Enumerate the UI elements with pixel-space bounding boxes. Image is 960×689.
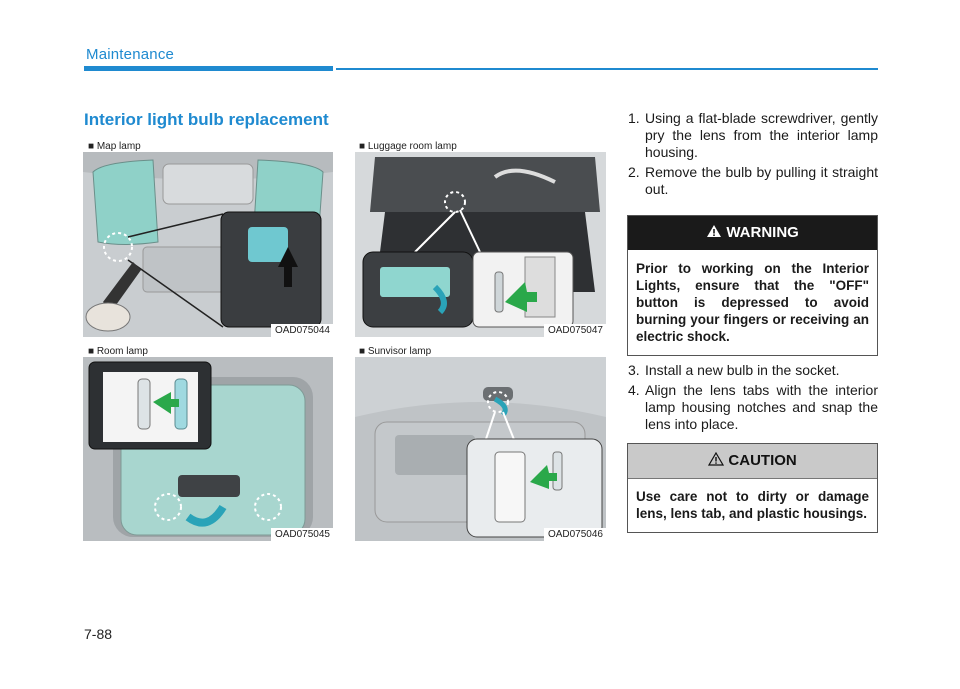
figure-caption-room-lamp: ■ Room lamp (88, 346, 148, 357)
caution-triangle-icon (708, 451, 728, 469)
steps-list-second: 3. Install a new bulb in the socket. 4. … (628, 362, 878, 433)
figure-caption-map-lamp: ■ Map lamp (88, 141, 141, 152)
warning-text: Prior to working on the Interior Lights,… (636, 261, 869, 344)
figure-caption-sunvisor-lamp: ■ Sunvisor lamp (359, 346, 432, 357)
sunvisor-lamp-illustration (355, 357, 606, 541)
figure-map-lamp: OAD075044 (83, 152, 333, 337)
step-text: Using a flat-blade screwdriver, gently p… (645, 110, 878, 160)
step-item: 3. Install a new bulb in the socket. (628, 362, 878, 379)
page-title: Interior light bulb replacement (84, 110, 329, 129)
map-lamp-illustration (83, 152, 333, 337)
figure-code-room-lamp: OAD075045 (270, 528, 333, 541)
luggage-room-lamp-illustration (355, 152, 606, 337)
step-number: 3. (628, 362, 640, 378)
caution-box: CAUTION Use care not to dirty or damage … (627, 443, 878, 533)
step-text: Align the lens tabs with the interior la… (645, 382, 878, 432)
section-label: Maintenance (86, 46, 175, 63)
caution-header: CAUTION (628, 444, 877, 479)
header-rule-thin (336, 68, 878, 70)
step-text: Remove the bulb by pulling it straight o… (645, 164, 878, 197)
header-rule-thick (84, 66, 333, 71)
caution-heading: CAUTION (728, 452, 797, 469)
figure-code-map-lamp: OAD075044 (270, 324, 333, 337)
caution-text: Use care not to dirty or damage lens, le… (636, 489, 869, 521)
room-lamp-illustration (83, 357, 333, 541)
warning-heading: WARNING (726, 224, 799, 241)
warning-header: WARNING (628, 216, 877, 250)
step-item: 2. Remove the bulb by pulling it straigh… (628, 164, 878, 198)
step-number: 4. (628, 382, 640, 398)
step-text: Install a new bulb in the socket. (645, 362, 840, 378)
figure-code-luggage-room-lamp: OAD075047 (543, 324, 606, 337)
step-item: 4. Align the lens tabs with the interior… (628, 382, 878, 433)
figure-sunvisor-lamp: OAD075046 (355, 357, 606, 541)
warning-box: WARNING Prior to working on the Interior… (627, 215, 878, 356)
figure-code-sunvisor-lamp: OAD075046 (543, 528, 606, 541)
figure-caption-luggage-room-lamp: ■ Luggage room lamp (359, 141, 457, 152)
step-number: 2. (628, 164, 640, 180)
figure-luggage-room-lamp: OAD075047 (355, 152, 606, 337)
step-item: 1. Using a flat-blade screwdriver, gentl… (628, 110, 878, 161)
page-number: 7-88 (84, 626, 113, 642)
step-number: 1. (628, 110, 640, 126)
figure-room-lamp: OAD075045 (83, 357, 333, 541)
warning-triangle-icon (706, 224, 726, 241)
steps-list-first: 1. Using a flat-blade screwdriver, gentl… (628, 110, 878, 198)
